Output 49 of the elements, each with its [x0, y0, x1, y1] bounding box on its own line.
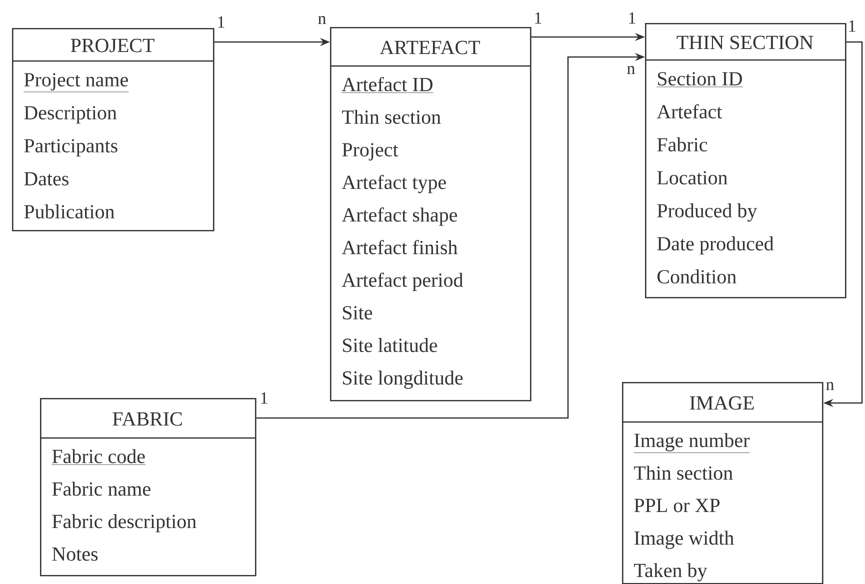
table-heading: PROJECT [70, 38, 154, 52]
field-name: Thin section [342, 110, 441, 124]
field-name: Description [24, 106, 117, 124]
field-name: Site [342, 306, 372, 320]
field-name: Location [657, 171, 728, 184]
field-name: Image width [634, 530, 734, 549]
field-name: Participants [24, 139, 118, 157]
field-name: Condition [657, 269, 736, 284]
field-name: Date produced [657, 236, 774, 255]
field-name: Produced by [657, 203, 758, 222]
field-name: Site latitude [342, 338, 438, 352]
table-heading: FABRIC [112, 412, 182, 426]
table-heading: THIN SECTION [676, 36, 814, 50]
entity-table [622, 382, 824, 584]
entity-table [40, 398, 256, 576]
cardinality-label: 1 [629, 12, 636, 24]
cardinality-label: 1 [535, 12, 542, 24]
field-name: Artefact ID [341, 77, 434, 93]
field-name: Artefact period [342, 272, 464, 291]
entity-table [12, 28, 214, 232]
field-name: Image number [633, 433, 750, 453]
field-name: Artefact shape [342, 207, 458, 226]
cardinality-label: n [627, 66, 635, 74]
cardinality-label: n [318, 16, 326, 24]
field-name: Thin section [634, 466, 733, 480]
field-name: Fabric code [51, 449, 146, 465]
entity-table [645, 23, 846, 298]
field-name: Publication [24, 204, 114, 218]
field-name: Taken by [634, 563, 708, 582]
cardinality-label: n [826, 382, 834, 390]
cardinality-label: 1 [261, 392, 268, 404]
cardinality-label: 1 [849, 20, 856, 32]
table-heading: IMAGE [690, 396, 754, 410]
field-name: Artefact type [342, 174, 446, 194]
field-name: Dates [24, 172, 68, 186]
table-heading: ARTEFACT [380, 40, 480, 54]
field-name: PPL or XP [634, 498, 720, 512]
field-name: Project [342, 143, 398, 161]
field-name: Artefact [656, 104, 722, 118]
field-name: Project name [23, 73, 129, 92]
field-name: Artefact finish [342, 240, 458, 254]
cardinality-label: 1 [218, 16, 224, 28]
entity-table [330, 27, 532, 402]
field-name: Fabric description [52, 514, 196, 532]
field-name: Notes [52, 548, 98, 561]
field-name: Site longditude [342, 370, 463, 389]
field-name: Fabric [657, 137, 708, 152]
field-name: Fabric name [52, 482, 150, 496]
field-name: Section ID [656, 72, 743, 88]
